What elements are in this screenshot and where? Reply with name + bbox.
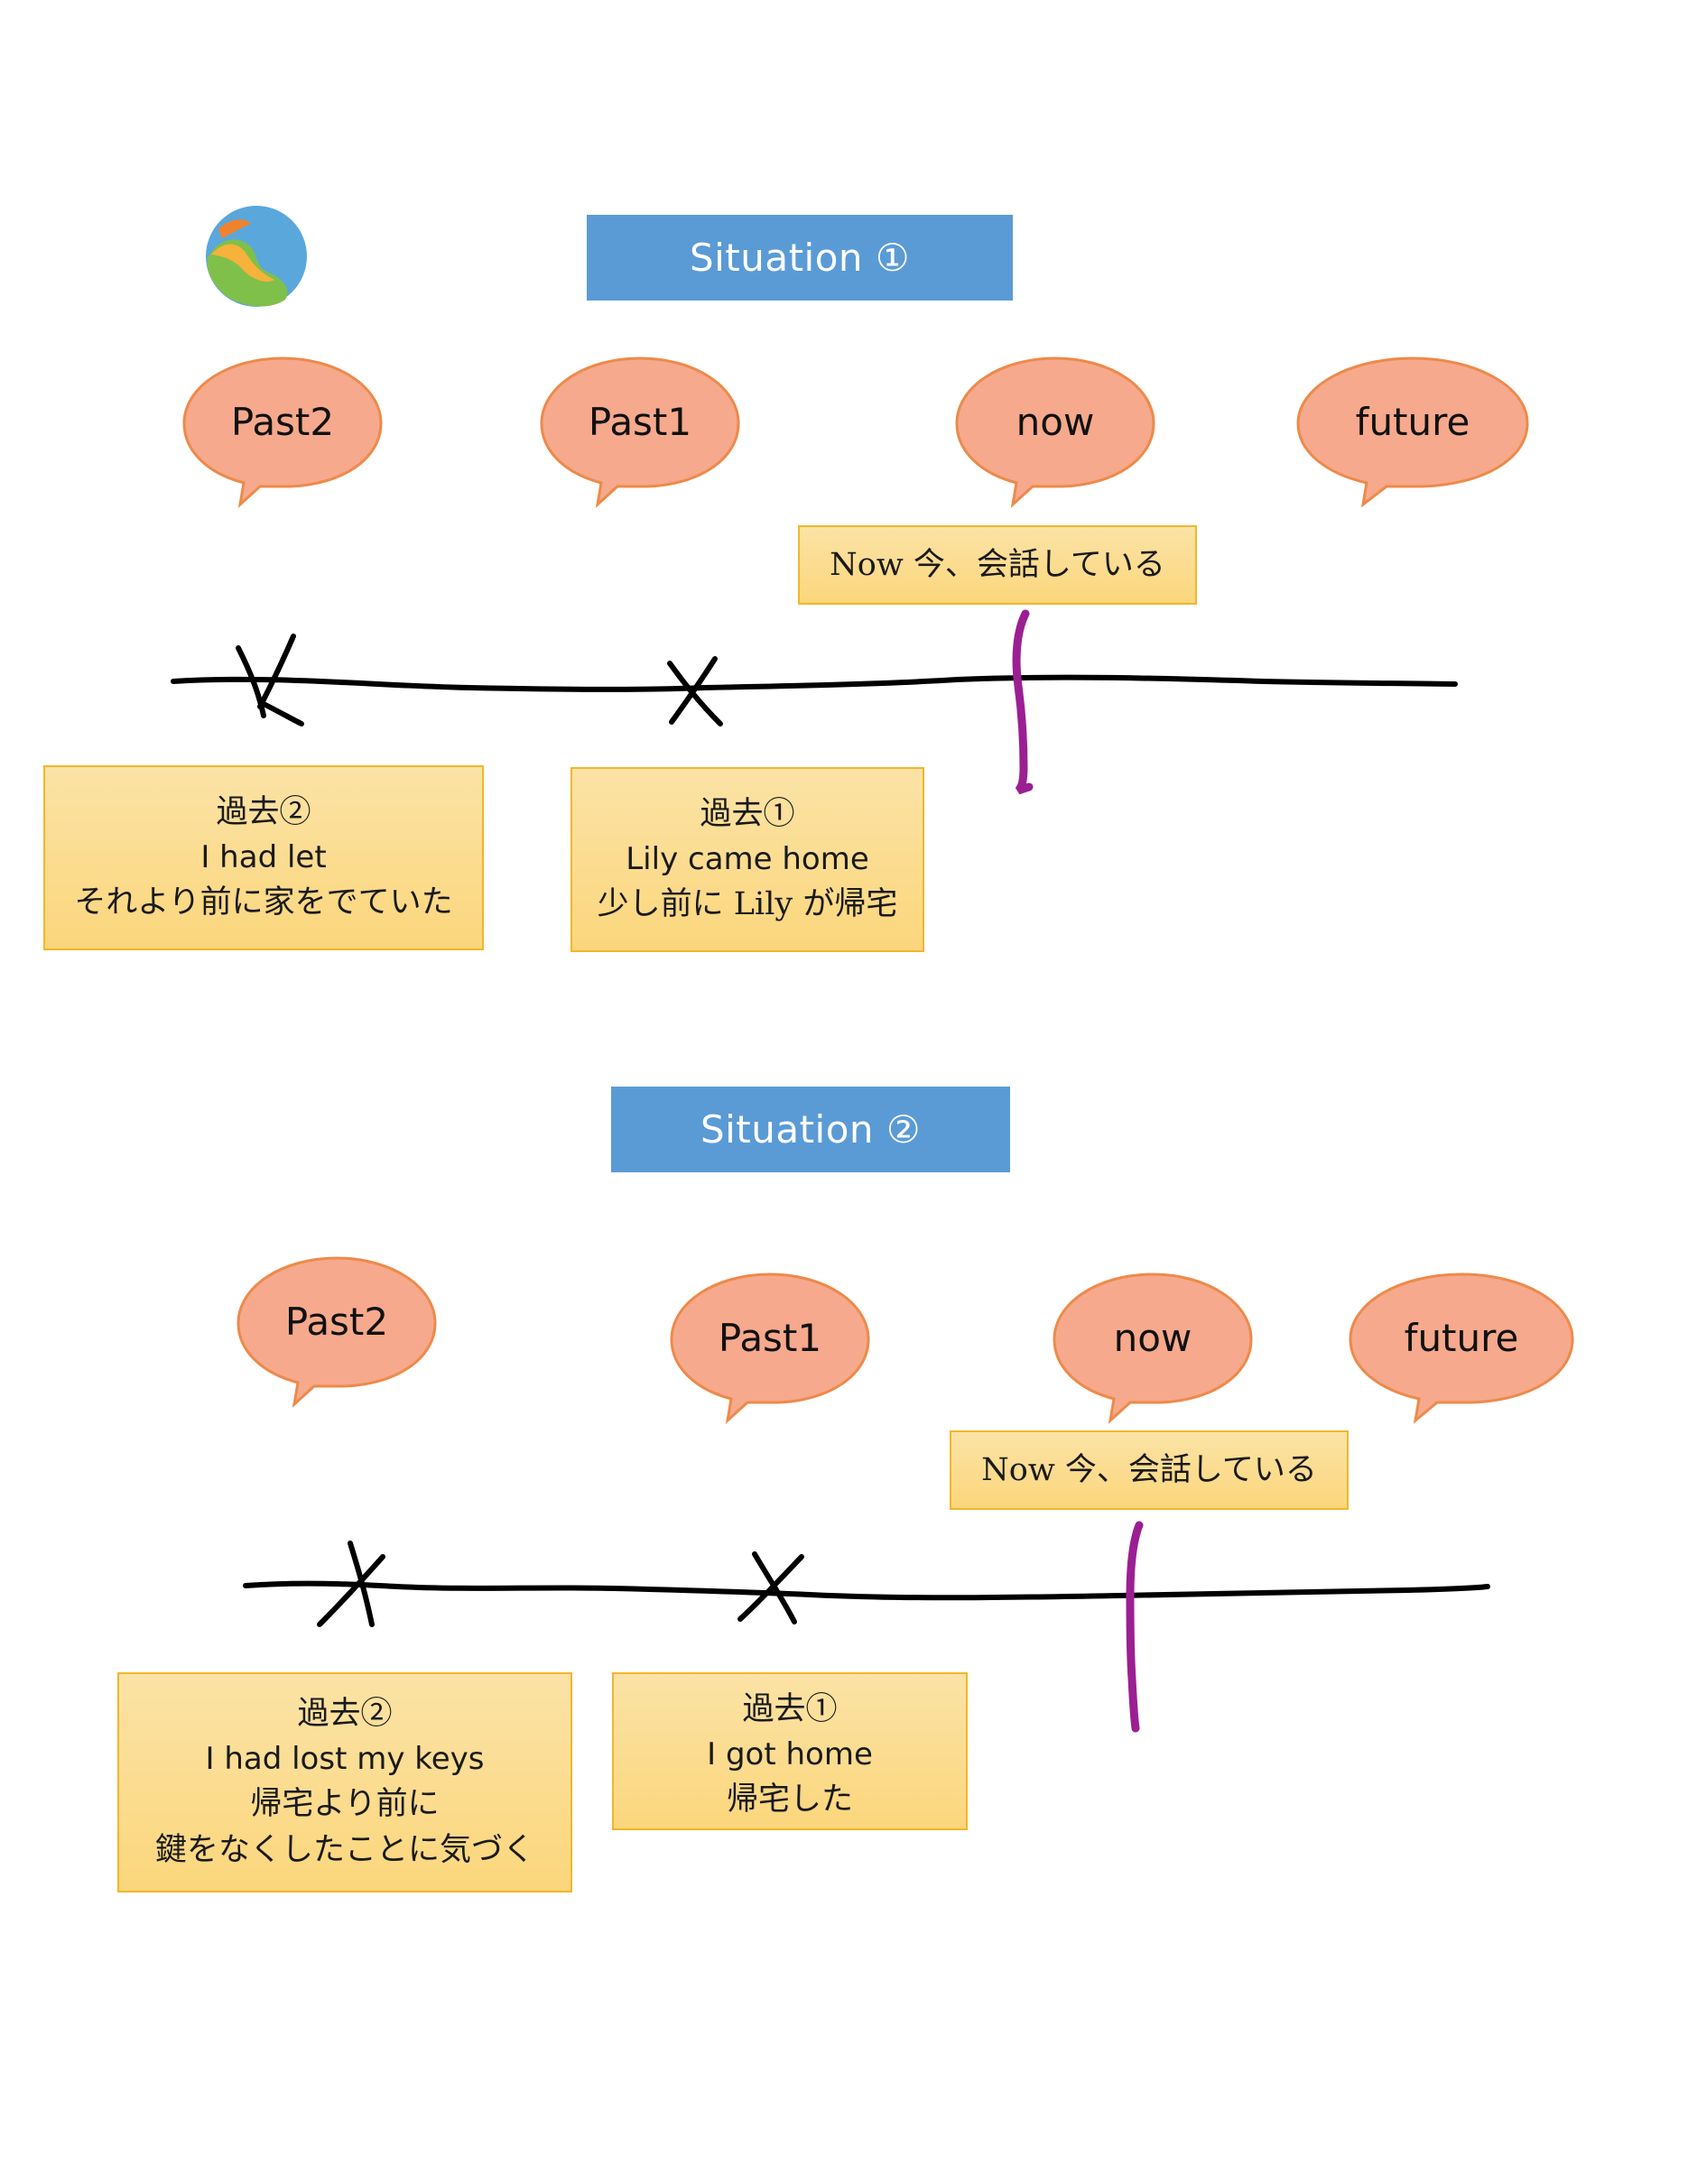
past1-note-s1-line1: 過去① — [700, 796, 795, 833]
now-note-s2: Now 今、会話している — [950, 1430, 1349, 1510]
bubble-past2-s1-label: Past2 — [230, 400, 335, 444]
past2-note-s2-line1: 過去② — [297, 1696, 393, 1733]
past1-note-s1-line2: Lily came home — [626, 840, 869, 877]
timeline-line-s2 — [243, 1580, 1490, 1601]
bubble-past2-s2-label: Past2 — [284, 1300, 389, 1344]
past1-note-s2-line3: 帰宅した — [726, 1781, 853, 1818]
now-note-s1-text: Now 今、会話している — [830, 546, 1165, 583]
past2-note-s2: 過去② I had lost my keys 帰宅より前に 鍵をなくしたことに気… — [117, 1672, 572, 1892]
bubble-future-s1: future — [1296, 356, 1529, 508]
bubble-past1-s2: Past1 — [670, 1272, 870, 1425]
bubble-now-s2: now — [1053, 1272, 1253, 1425]
bubble-now-s2-label: now — [1113, 1316, 1192, 1360]
cross-mark-past2-s1 — [236, 634, 304, 726]
situation-2-title: Situation ② — [611, 1087, 1010, 1172]
past2-note-s1-line2: I had let — [200, 838, 327, 875]
bubble-past2-s1: Past2 — [182, 356, 383, 509]
situation-1-title: Situation ① — [587, 215, 1013, 301]
bubble-now-s1: now — [955, 356, 1155, 509]
past2-note-s2-line3: 帰宅より前に — [250, 1786, 440, 1823]
now-note-s1: Now 今、会話している — [798, 525, 1197, 605]
bubble-future-s2: future — [1349, 1272, 1574, 1424]
past2-note-s2-line2: I had lost my keys — [205, 1740, 485, 1777]
past1-note-s1: 過去① Lily came home 少し前に Lily が帰宅 — [570, 767, 924, 952]
now-marker-s1 — [1012, 609, 1034, 795]
bubble-past2-s2: Past2 — [237, 1256, 437, 1409]
now-note-s2-text: Now 今、会話している — [981, 1451, 1317, 1488]
past1-note-s1-line3: 少し前に Lily が帰宅 — [597, 886, 898, 923]
timeline-line-s1 — [171, 674, 1458, 692]
past1-note-s2-line1: 過去① — [742, 1691, 838, 1727]
bubble-past1-s1: Past1 — [540, 356, 740, 509]
bubble-now-s1-label: now — [1016, 400, 1095, 444]
past2-note-s1: 過去② I had let それより前に家をでていた — [43, 765, 484, 950]
cross-mark-past1-s1 — [667, 656, 723, 726]
cross-mark-past1-s2 — [737, 1551, 804, 1624]
bubble-past1-s2-label: Past1 — [718, 1316, 822, 1360]
situation-2-title-text: Situation ② — [700, 1107, 922, 1152]
past2-note-s1-line3: それより前に家をでていた — [74, 884, 453, 921]
now-marker-s2 — [1126, 1521, 1144, 1733]
situation-1-title-text: Situation ① — [689, 236, 911, 280]
past2-note-s2-line4: 鍵をなくしたことに気づく — [154, 1832, 534, 1869]
bubble-future-s2-label: future — [1404, 1316, 1519, 1360]
past2-note-s1-line1: 過去② — [216, 794, 311, 831]
cross-mark-past2-s2 — [317, 1541, 385, 1627]
globe-logo-icon — [202, 202, 311, 310]
bubble-past1-s1-label: Past1 — [588, 400, 692, 444]
past1-note-s2-line2: I got home — [707, 1735, 873, 1772]
bubble-future-s1-label: future — [1355, 400, 1470, 444]
past1-note-s2: 過去① I got home 帰宅した — [612, 1672, 968, 1830]
